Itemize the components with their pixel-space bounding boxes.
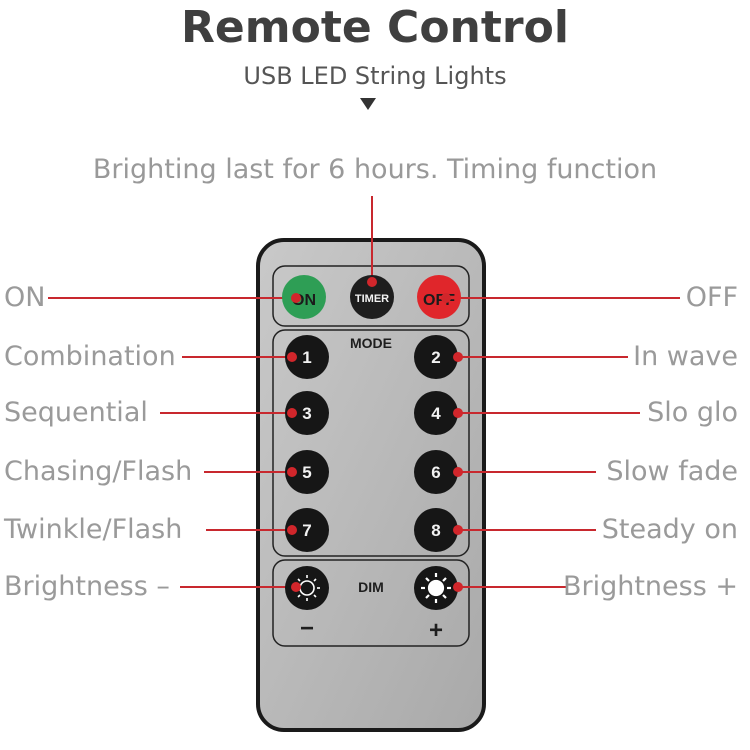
label-combination: Combination [4, 341, 176, 372]
leader-lines [48, 196, 680, 588]
leader-dot-on [291, 293, 301, 303]
off-button[interactable]: OFF [417, 275, 461, 319]
mode-button-4[interactable]: 4 [414, 391, 458, 435]
label-in-wave: In wave [633, 341, 738, 372]
minus-sign: − [300, 615, 314, 642]
label-steady-on: Steady on [601, 514, 738, 545]
dim-panel [272, 559, 470, 647]
leader-dot-8 [453, 525, 463, 535]
leader-dot-1 [287, 352, 297, 362]
label-sequential: Sequential [4, 397, 148, 428]
leader-dot-5 [287, 467, 297, 477]
dim-plus-button[interactable] [414, 566, 458, 610]
label-chasing-flash: Chasing/Flash [4, 456, 193, 487]
timer-button[interactable]: TIMER [350, 275, 394, 319]
label-brightness-minus: Brightness – [4, 571, 170, 602]
leader-dot-off [441, 293, 451, 303]
leader-dot-6 [453, 467, 463, 477]
leader-dot-2 [453, 352, 463, 362]
timer-button-label: TIMER [355, 293, 389, 305]
page-subtitle: USB LED String Lights [243, 62, 507, 90]
sun-filled-icon [421, 573, 451, 603]
label-twinkle-flash: Twinkle/Flash [4, 514, 183, 545]
mode-button-2[interactable]: 2 [414, 335, 458, 379]
leader-dot-3 [287, 408, 297, 418]
leader-dot-4 [453, 408, 463, 418]
mode-button-3-label: 3 [302, 404, 311, 423]
mode-button-5-label: 5 [302, 463, 311, 482]
label-slow-fade: Slow fade [606, 456, 738, 487]
plus-sign: + [429, 617, 443, 644]
mode-button-8-label: 8 [431, 521, 440, 540]
label-slo-glo: Slo glo [647, 397, 738, 428]
leader-dot-7 [287, 525, 297, 535]
mode-button-3[interactable]: 3 [285, 391, 329, 435]
mode-button-7-label: 7 [302, 521, 311, 540]
off-button-label: OFF [423, 292, 455, 309]
leader-dot-dim-plus [453, 582, 463, 592]
leader-dot-timer [367, 277, 377, 287]
mode-button-6-label: 6 [431, 463, 440, 482]
label-off: OFF [685, 282, 738, 313]
label-on: ON [4, 282, 46, 313]
mode-button-1-label: 1 [302, 348, 311, 367]
down-arrow-icon [360, 98, 376, 110]
mode-label: MODE [350, 335, 392, 351]
mode-panel [272, 329, 470, 557]
page-title: Remote Control [181, 2, 569, 53]
timer-description: Brighting last for 6 hours. Timing funct… [92, 154, 658, 185]
mode-button-6[interactable]: 6 [414, 450, 458, 494]
mode-button-8[interactable]: 8 [414, 508, 458, 552]
on-button[interactable]: ON [282, 275, 326, 319]
mode-button-2-label: 2 [431, 348, 440, 367]
dim-label: DIM [358, 579, 384, 595]
mode-button-1[interactable]: 1 [285, 335, 329, 379]
leader-dot-dim-minus [291, 582, 301, 592]
mode-button-7[interactable]: 7 [285, 508, 329, 552]
mode-button-5[interactable]: 5 [285, 450, 329, 494]
label-brightness-plus: Brightness + [562, 571, 738, 602]
mode-button-4-label: 4 [431, 404, 441, 423]
